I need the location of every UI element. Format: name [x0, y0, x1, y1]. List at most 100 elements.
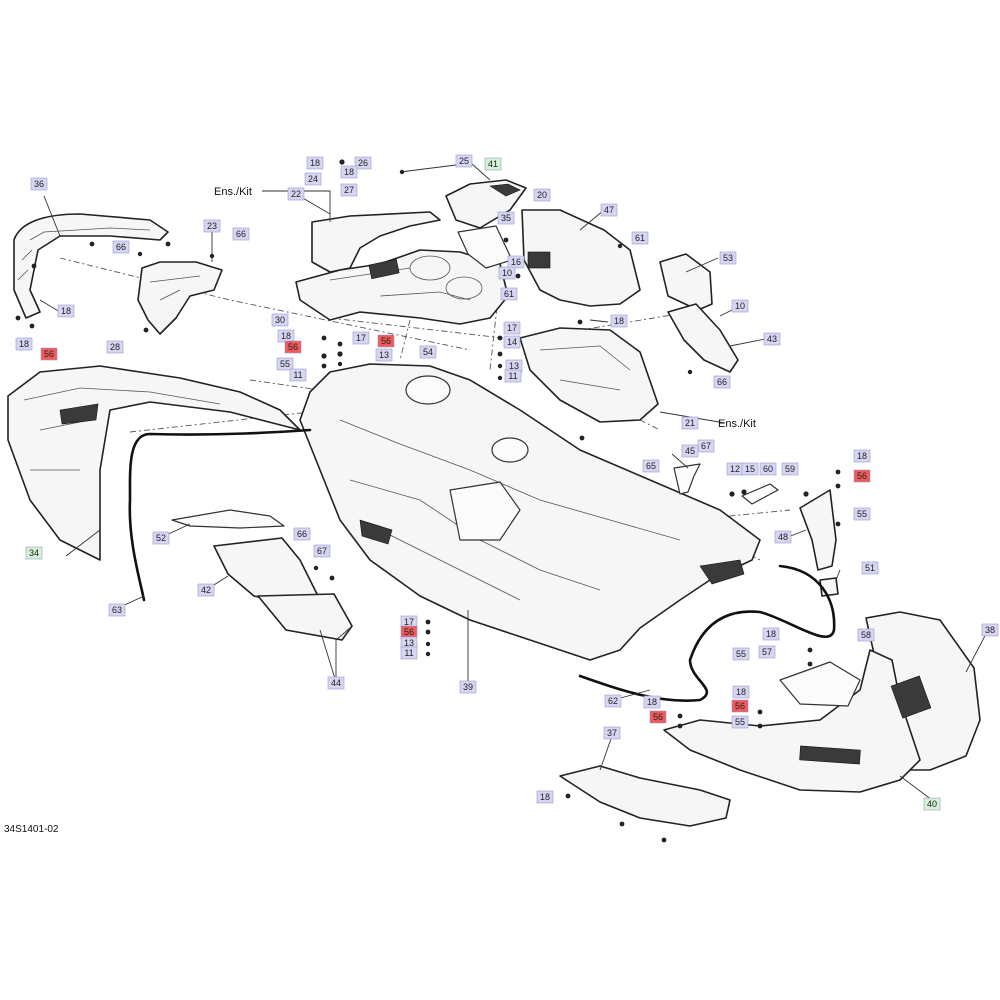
- callout-text: 30: [275, 315, 285, 325]
- callout-text: 17: [507, 323, 517, 333]
- callout-66: 66: [112, 240, 130, 254]
- callout-62: 62: [604, 694, 622, 708]
- callout-51: 51: [861, 561, 879, 575]
- callout-text: 67: [701, 441, 711, 451]
- callout-text: 12: [730, 464, 740, 474]
- callout-56: 56: [731, 699, 749, 713]
- callout-text: 18: [61, 306, 71, 316]
- callout-11: 11: [289, 368, 307, 382]
- part-23-left-bracket: [137, 261, 223, 335]
- callout-text: 15: [745, 464, 755, 474]
- callout-23: 23: [203, 219, 221, 233]
- callout-text: 42: [201, 585, 211, 595]
- callout-56: 56: [40, 347, 58, 361]
- callout-14: 14: [503, 335, 521, 349]
- part-52-42-44-side-panels: [171, 509, 353, 641]
- callout-text: 55: [735, 717, 745, 727]
- callout-12: 12: [726, 462, 744, 476]
- callout-text: 41: [488, 159, 498, 169]
- callout-40: 40: [923, 797, 941, 811]
- callout-39: 39: [459, 680, 477, 694]
- callout-text: 23: [207, 221, 217, 231]
- callout-34: 34: [25, 546, 43, 560]
- callout-48: 48: [774, 530, 792, 544]
- callout-10: 10: [731, 299, 749, 313]
- callout-55: 55: [731, 715, 749, 729]
- part-37-rear-step: [559, 765, 731, 827]
- callout-text: 54: [423, 347, 433, 357]
- kit-labels: Ens./Kit Ens./Kit: [214, 186, 756, 430]
- callout-43: 43: [763, 332, 781, 346]
- callout-text: 40: [927, 799, 937, 809]
- callout-text: 39: [463, 682, 473, 692]
- callout-13: 13: [375, 348, 393, 362]
- callout-text: 10: [502, 268, 512, 278]
- callout-11: 11: [504, 369, 522, 383]
- callout-18: 18: [610, 314, 628, 328]
- callout-56: 56: [377, 334, 395, 348]
- callout-text: 35: [501, 213, 511, 223]
- callout-66: 66: [232, 227, 250, 241]
- callout-text: 63: [112, 605, 122, 615]
- callout-text: 20: [537, 190, 547, 200]
- callout-63: 63: [108, 603, 126, 617]
- callout-text: 17: [356, 333, 366, 343]
- callout-55: 55: [732, 647, 750, 661]
- callout-41: 41: [484, 157, 502, 171]
- callout-text: 62: [608, 696, 618, 706]
- callout-text: 18: [736, 687, 746, 697]
- callout-text: 61: [504, 289, 514, 299]
- callout-text: 16: [511, 257, 521, 267]
- cables: [128, 428, 836, 702]
- callout-text: 56: [653, 712, 663, 722]
- callout-56: 56: [400, 625, 418, 639]
- callout-52: 52: [152, 531, 170, 545]
- callout-text: 59: [785, 464, 795, 474]
- callout-22: 22: [287, 187, 305, 201]
- callout-text: 18: [540, 792, 550, 802]
- callout-10: 10: [498, 266, 516, 280]
- callout-text: 36: [34, 179, 44, 189]
- callout-66: 66: [293, 527, 311, 541]
- callout-text: 56: [857, 471, 867, 481]
- part-34-left-hull-panel: [7, 365, 301, 561]
- callout-18: 18: [853, 449, 871, 463]
- callout-58: 58: [857, 628, 875, 642]
- callout-59: 59: [781, 462, 799, 476]
- part-39-main-hull: [299, 363, 761, 661]
- callout-text: 11: [508, 371, 517, 381]
- callout-16: 16: [507, 255, 525, 269]
- callout-text: 52: [156, 533, 166, 543]
- callout-text: 13: [404, 638, 414, 648]
- callout-15: 15: [741, 462, 759, 476]
- callout-36: 36: [30, 177, 48, 191]
- callout-text: 34: [29, 548, 39, 558]
- callout-text: 56: [44, 349, 54, 359]
- callout-text: 21: [685, 418, 695, 428]
- part-41-35-47-front-upper: [445, 179, 641, 307]
- callout-20: 20: [533, 188, 551, 202]
- callout-66: 66: [713, 375, 731, 389]
- callout-56: 56: [284, 340, 302, 354]
- callout-text: 26: [358, 158, 368, 168]
- callout-text: 55: [280, 359, 290, 369]
- callout-text: 57: [762, 647, 772, 657]
- callout-text: 65: [646, 461, 656, 471]
- callout-text: 55: [857, 509, 867, 519]
- callout-text: 38: [985, 625, 995, 635]
- callout-38: 38: [981, 623, 999, 637]
- callout-text: 18: [344, 167, 354, 177]
- callout-text: 66: [116, 242, 126, 252]
- callout-text: 56: [381, 336, 391, 346]
- callout-26: 26: [354, 156, 372, 170]
- callout-65: 65: [642, 459, 660, 473]
- callout-text: 28: [110, 342, 120, 352]
- callout-text: 18: [857, 451, 867, 461]
- callout-57: 57: [758, 645, 776, 659]
- part-22-30-deck-assembly: [295, 211, 509, 325]
- callout-28: 28: [106, 340, 124, 354]
- callout-18: 18: [277, 329, 295, 343]
- callout-60: 60: [759, 462, 777, 476]
